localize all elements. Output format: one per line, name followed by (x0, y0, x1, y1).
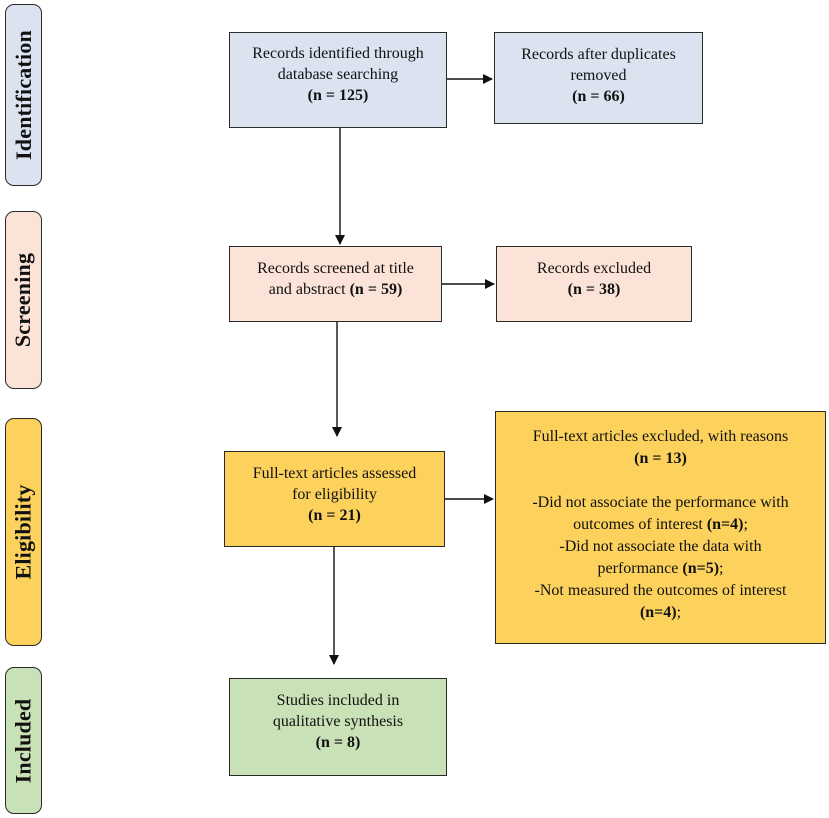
assessed-line1: Full-text articles assessed (252, 465, 417, 482)
screened-count: (n = 59) (349, 281, 403, 298)
fulltext-excluded-line1: Full-text articles excluded, with reason… (532, 428, 789, 445)
box-after-duplicates: Records after duplicates removed (n = 66… (494, 32, 703, 124)
reason2-end: ; (719, 560, 724, 577)
phase-included: Included (5, 667, 42, 814)
fulltext-excluded-count: (n = 13) (634, 450, 687, 467)
reason2-line2: performance (597, 560, 683, 577)
screened-line2: and abstract (268, 281, 350, 298)
assessed-line2: for eligibility (292, 486, 377, 503)
reason3-end: ; (676, 604, 682, 621)
assessed-count: (n = 21) (308, 507, 361, 524)
reason1-end: ; (743, 516, 748, 533)
reason3-line1: -Not measured the outcomes of interest (534, 582, 787, 599)
reason2-count: (n=5) (682, 560, 720, 577)
box-fulltext-assessed: Full-text articles assessed for eligibil… (224, 451, 445, 547)
screened-line1: Records screened at title (257, 260, 414, 277)
box-records-identified: Records identified through database sear… (229, 32, 447, 128)
after-duplicates-count: (n = 66) (572, 88, 625, 105)
after-duplicates-line1: Records after duplicates (521, 46, 676, 63)
identified-count: (n = 125) (307, 87, 369, 104)
box-studies-included: Studies included in qualitative synthesi… (229, 678, 447, 776)
phase-screening: Screening (5, 211, 42, 389)
reason1-count: (n=4) (706, 516, 744, 533)
box-records-excluded: Records excluded (n = 38) (496, 246, 692, 322)
box-records-screened: Records screened at title and abstract (… (229, 246, 442, 322)
reason1-line2: outcomes of interest (573, 516, 707, 533)
reason1-line1: -Did not associate the performance with (532, 494, 789, 511)
phase-eligibility: Eligibility (5, 418, 42, 646)
identified-line2: database searching (277, 66, 399, 83)
included-line2: qualitative synthesis (272, 713, 404, 730)
box-fulltext-excluded: Full-text articles excluded, with reason… (495, 411, 826, 644)
identified-line1: Records identified through (252, 45, 424, 62)
included-line1: Studies included in (276, 692, 400, 709)
reason2-line1: -Did not associate the data with (559, 538, 762, 555)
included-count: (n = 8) (315, 734, 361, 751)
excluded-line1: Records excluded (536, 260, 652, 277)
excluded-count: (n = 38) (567, 281, 621, 298)
phase-identification: Identification (5, 4, 42, 186)
after-duplicates-line2: removed (570, 67, 627, 84)
reason3-count: (n=4) (639, 604, 677, 621)
